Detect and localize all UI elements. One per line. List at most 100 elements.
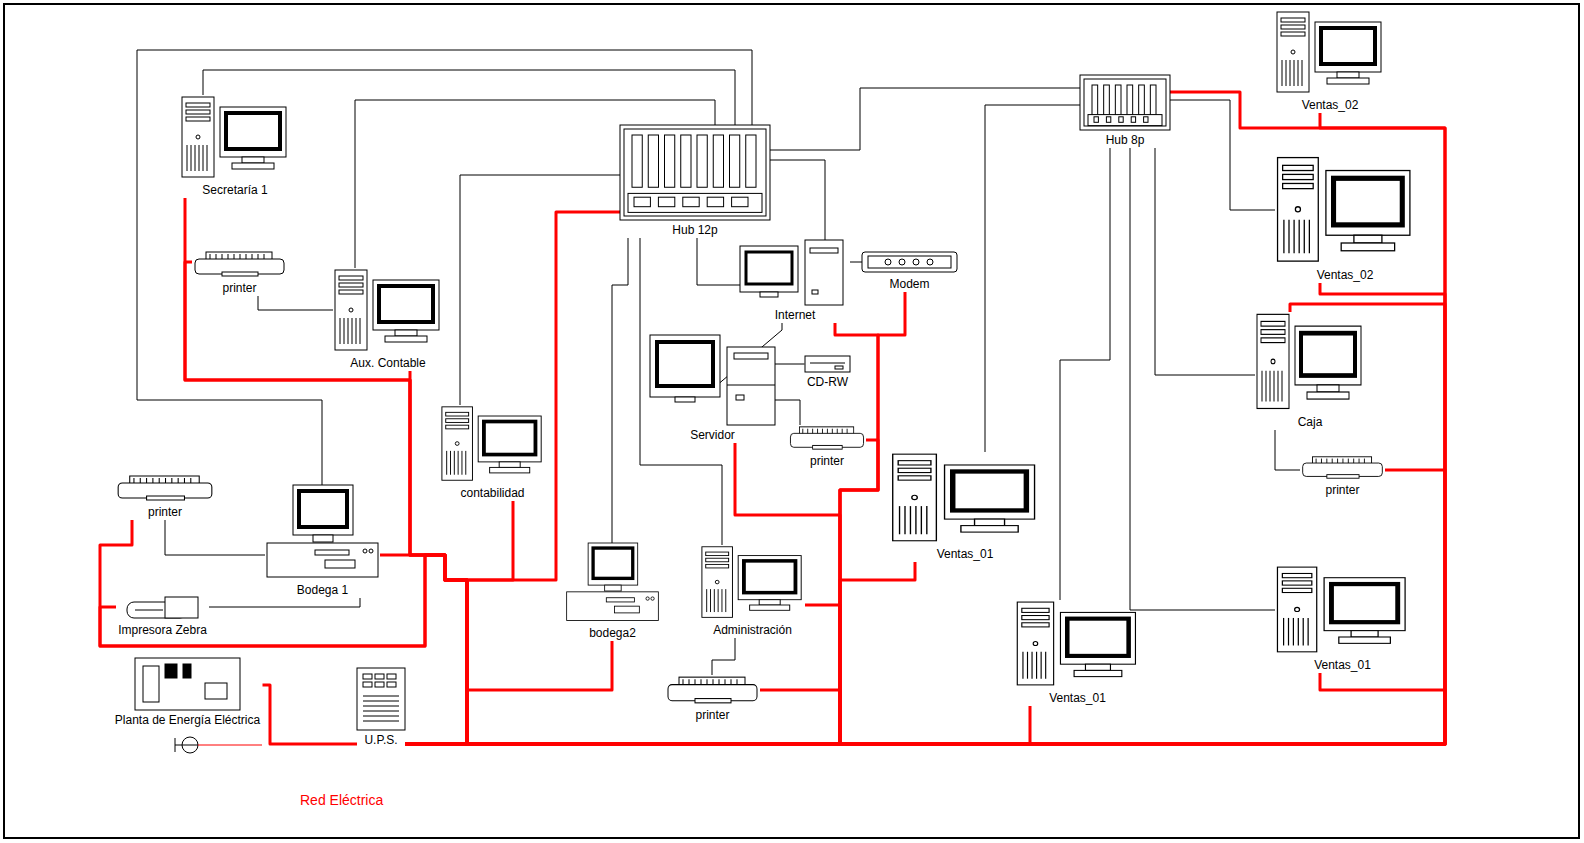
- network-cable: [1060, 148, 1110, 600]
- device-icon: [440, 405, 545, 483]
- device-label: Ventas_01: [1049, 691, 1106, 705]
- device-icon: [265, 485, 380, 580]
- hub-icon: Hub 12p: [620, 125, 770, 238]
- device-icon: [1080, 75, 1170, 130]
- device-label: printer: [810, 454, 844, 468]
- power-cable: [405, 323, 878, 744]
- network-cable: [640, 238, 722, 545]
- device-label: printer: [148, 505, 182, 519]
- network-cable: [612, 238, 628, 543]
- device-icon: [890, 452, 1040, 544]
- printer-icon: printer: [665, 675, 760, 723]
- device-label: Ventas_01: [1314, 658, 1371, 672]
- device-label: Servidor: [690, 428, 735, 442]
- power-cable: [405, 706, 1030, 744]
- ups-icon: U.P.S.: [357, 668, 405, 748]
- device-label: Ventas_02: [1302, 98, 1359, 112]
- device-label: Internet: [775, 308, 816, 322]
- device-icon: [700, 545, 805, 620]
- device-icon: [1255, 312, 1365, 412]
- power-cable: [100, 520, 467, 744]
- power-cable: [405, 92, 1445, 744]
- network-cable: [165, 520, 265, 555]
- network-cable: [712, 638, 735, 675]
- printer-icon: printer: [115, 474, 215, 520]
- workstation: Ventas_01: [1275, 565, 1410, 673]
- device-label: printer: [695, 708, 729, 722]
- device-icon: [1275, 565, 1410, 655]
- device-icon: [862, 250, 957, 274]
- network-cable: [770, 160, 825, 240]
- workstation: contabilidad: [440, 405, 545, 501]
- plug-symbol: [175, 737, 262, 753]
- device-icon: [333, 268, 443, 353]
- power-cable: [405, 283, 1445, 744]
- label-printer: Impresora Zebra: [116, 594, 209, 638]
- power-cable: [405, 690, 840, 744]
- device-icon: [357, 668, 405, 730]
- printer-icon: printer: [192, 250, 287, 296]
- printer-icon: printer: [1300, 455, 1385, 498]
- power-cable: [405, 113, 1445, 744]
- network-caption: Red Eléctrica: [300, 792, 383, 808]
- device-label: CD-RW: [807, 375, 848, 389]
- network-cable: [985, 105, 1080, 452]
- workstation: Ventas_01: [890, 452, 1040, 562]
- workstation: Caja: [1255, 312, 1365, 430]
- network-cable: [1275, 430, 1300, 470]
- device-label: Aux. Contable: [350, 356, 425, 370]
- device-label: Administración: [713, 623, 792, 637]
- device-icon: [1300, 455, 1385, 480]
- power-cable: [405, 304, 1445, 744]
- network-cable: [775, 364, 805, 365]
- workstation: Aux. Contable: [333, 268, 443, 371]
- workstation: Secretaría 1: [180, 95, 290, 198]
- power-cable: [405, 443, 840, 744]
- power-cable: [405, 440, 878, 744]
- power-cable: [405, 673, 1445, 744]
- device-icon: [180, 95, 290, 180]
- frame: [4, 4, 1579, 838]
- hub-icon: Hub 8p: [1080, 75, 1170, 148]
- network-cable: [697, 238, 740, 285]
- device-label: Modem: [889, 277, 929, 291]
- device-icon: [565, 543, 660, 623]
- modem-icon: Modem: [862, 250, 957, 292]
- device-icon: [135, 658, 240, 710]
- network-cable: [775, 400, 800, 425]
- device-icon: [1015, 600, 1140, 688]
- device-label: Planta de Energía Eléctrica: [115, 713, 260, 727]
- desktop-pc: bodega2: [565, 543, 660, 641]
- power-cable: [100, 555, 467, 744]
- device-icon: [805, 356, 850, 372]
- workstation: Ventas_01: [1015, 600, 1140, 706]
- workstation: Ventas_02: [1275, 155, 1415, 283]
- power-cable: [405, 605, 840, 744]
- printer-icon: printer: [788, 425, 866, 469]
- network-cable: [137, 50, 752, 485]
- device-label: Secretaría 1: [202, 183, 267, 197]
- device-label: bodega2: [589, 626, 636, 640]
- server-icon: Servidor: [650, 335, 775, 443]
- network-cable: [1130, 148, 1275, 610]
- network-cable: [258, 296, 333, 310]
- device-icon: [788, 425, 866, 451]
- network-cable: [1155, 148, 1255, 375]
- device-label: printer: [1325, 483, 1359, 497]
- device-icon: [192, 250, 287, 278]
- network-cable: [209, 598, 360, 607]
- device-label: printer: [222, 281, 256, 295]
- internet-pc: Internet: [740, 240, 850, 323]
- workstation: Administración: [700, 545, 805, 638]
- device-icon: [620, 125, 770, 220]
- device-label: U.P.S.: [364, 733, 397, 747]
- device-icon: [1275, 155, 1415, 265]
- power-cable: [405, 641, 612, 744]
- cdrw-icon: CD-RW: [805, 356, 851, 390]
- network-cable: [1170, 100, 1275, 210]
- device-icon: [115, 474, 215, 502]
- network-cable: [770, 88, 1080, 150]
- device-label: Ventas_02: [1317, 268, 1374, 282]
- power-cable: [405, 292, 905, 744]
- power-plant: Planta de Energía Eléctrica: [113, 658, 263, 728]
